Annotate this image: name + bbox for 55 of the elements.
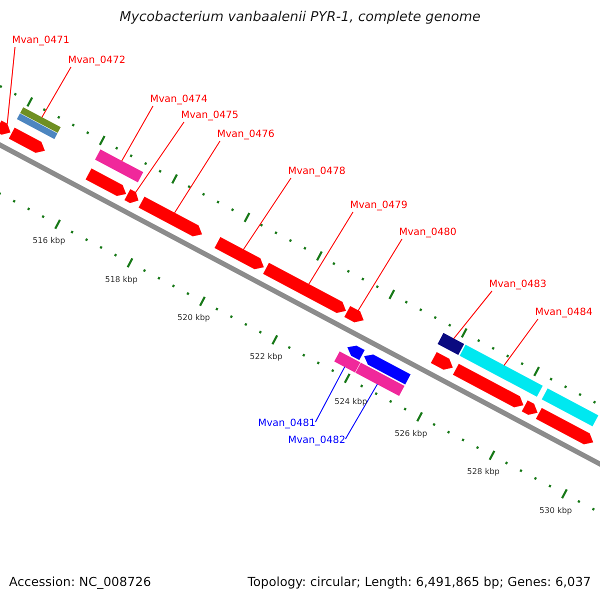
- scale-label: 524 kbp: [334, 396, 368, 407]
- leader-line: [41, 66, 72, 118]
- gene-label: Mvan_0475: [181, 110, 238, 122]
- leader-line: [174, 140, 220, 214]
- gene-feature: [542, 388, 598, 426]
- scale-label: 522 kbp: [250, 352, 282, 362]
- leader-line: [308, 212, 354, 285]
- gene-label: Mvan_0474: [150, 94, 208, 106]
- footer-text: Accession: NC_008726: [9, 574, 152, 590]
- gene-feature: [8, 128, 45, 153]
- leader-line: [504, 318, 538, 366]
- gene-feature: [95, 150, 144, 182]
- gene-label: Mvan_0472: [68, 55, 126, 67]
- gene-feature: [460, 344, 543, 397]
- gene-feature: [356, 362, 404, 396]
- gene-feature: [20, 107, 61, 133]
- gene-label: Mvan_0480: [399, 227, 456, 239]
- gene-label: Mvan_0484: [535, 307, 592, 319]
- gene-feature: [138, 196, 202, 236]
- leader-line: [135, 122, 184, 193]
- leader-line: [6, 46, 16, 124]
- scale-label: 518 kbp: [104, 274, 138, 285]
- scale-label: 520 kbp: [177, 313, 210, 324]
- scale-label: 530 kbp: [539, 506, 572, 516]
- gene-label: Mvan_0479: [350, 200, 408, 212]
- gene-label: Mvan_0471: [12, 35, 70, 47]
- gene-feature: [438, 333, 464, 355]
- gene-label: Mvan_0481: [258, 418, 316, 430]
- gene-label: Mvan_0478: [288, 166, 346, 178]
- gene-feature: [263, 262, 346, 313]
- gene-feature: [86, 168, 126, 196]
- gene-label: Mvan_0483: [489, 279, 546, 291]
- leader-line: [242, 178, 292, 250]
- gene-feature: [452, 364, 524, 408]
- leader-line: [453, 290, 492, 340]
- gene-feature: [347, 346, 365, 360]
- scale-label: 526 kbp: [394, 428, 428, 439]
- gene-feature: [124, 189, 138, 204]
- gene-feature: [0, 120, 10, 135]
- gene-feature: [214, 237, 264, 270]
- leader-line: [121, 106, 154, 162]
- title: Mycobacterium vanbaalenii PYR-1, complete genome: [118, 9, 482, 26]
- gene-feature: [334, 351, 360, 372]
- leader-line: [358, 238, 402, 312]
- scale-label: 516 kbp: [32, 236, 66, 246]
- gene-feature: [344, 306, 364, 322]
- gene-feature: [522, 400, 538, 415]
- gene-label: Mvan_0482: [288, 435, 346, 447]
- footer-text: Topology: circular; Length: 6,491,865 bp; Genes: 6,037: [248, 574, 591, 590]
- gene-feature: [16, 114, 58, 139]
- gene-label: Mvan_0476: [217, 129, 274, 141]
- gene-feature: [536, 408, 594, 444]
- gene-feature: [430, 352, 453, 370]
- scale-label: 528 kbp: [467, 467, 500, 478]
- gene-feature: [364, 354, 411, 384]
